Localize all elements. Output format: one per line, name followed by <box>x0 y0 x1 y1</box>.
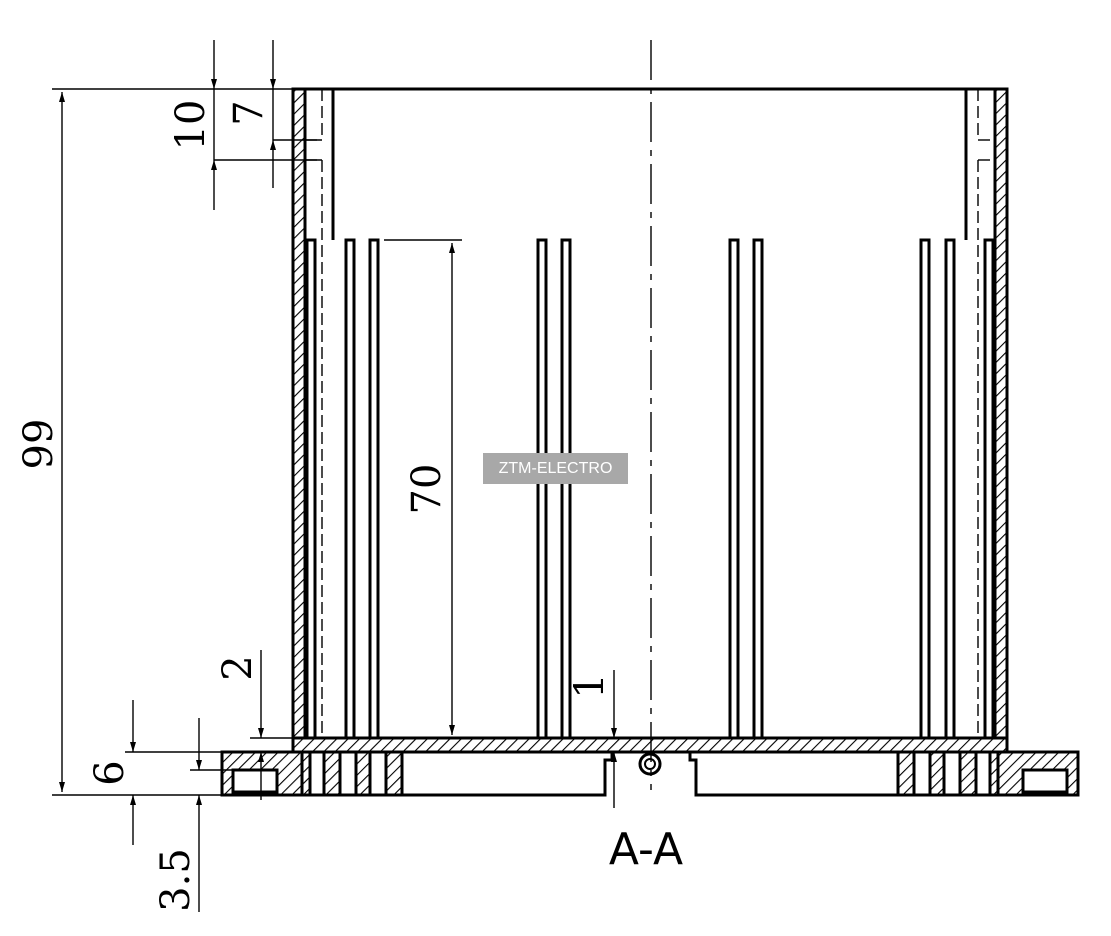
dim-fin-height <box>384 239 462 735</box>
dim-text-fin-height: 70 <box>404 464 450 515</box>
hidden-lines <box>305 89 995 738</box>
housing-outline <box>293 87 1007 240</box>
watermark-text: ZTM-ELECTRO <box>498 459 613 477</box>
dim-text-overall-height: 99 <box>16 419 62 470</box>
base-plate <box>220 736 1080 797</box>
right-wall <box>993 87 1009 741</box>
section-label: A-A <box>609 824 683 875</box>
dim-text-top-inner: 7 <box>226 100 272 125</box>
watermark-badge: ZTM-ELECTRO <box>483 453 628 484</box>
dim-text-foot-step: 3.5 <box>153 848 199 912</box>
dim-top-step <box>211 40 322 210</box>
dim-text-gap-marker: 1 <box>567 673 613 698</box>
dim-text-top-outer: 10 <box>168 100 214 151</box>
dim-text-base: 2 <box>215 655 261 680</box>
left-wall <box>291 87 307 741</box>
dim-overall-height <box>52 88 293 796</box>
dim-text-foot: 6 <box>87 760 133 785</box>
dim-base <box>125 650 293 912</box>
